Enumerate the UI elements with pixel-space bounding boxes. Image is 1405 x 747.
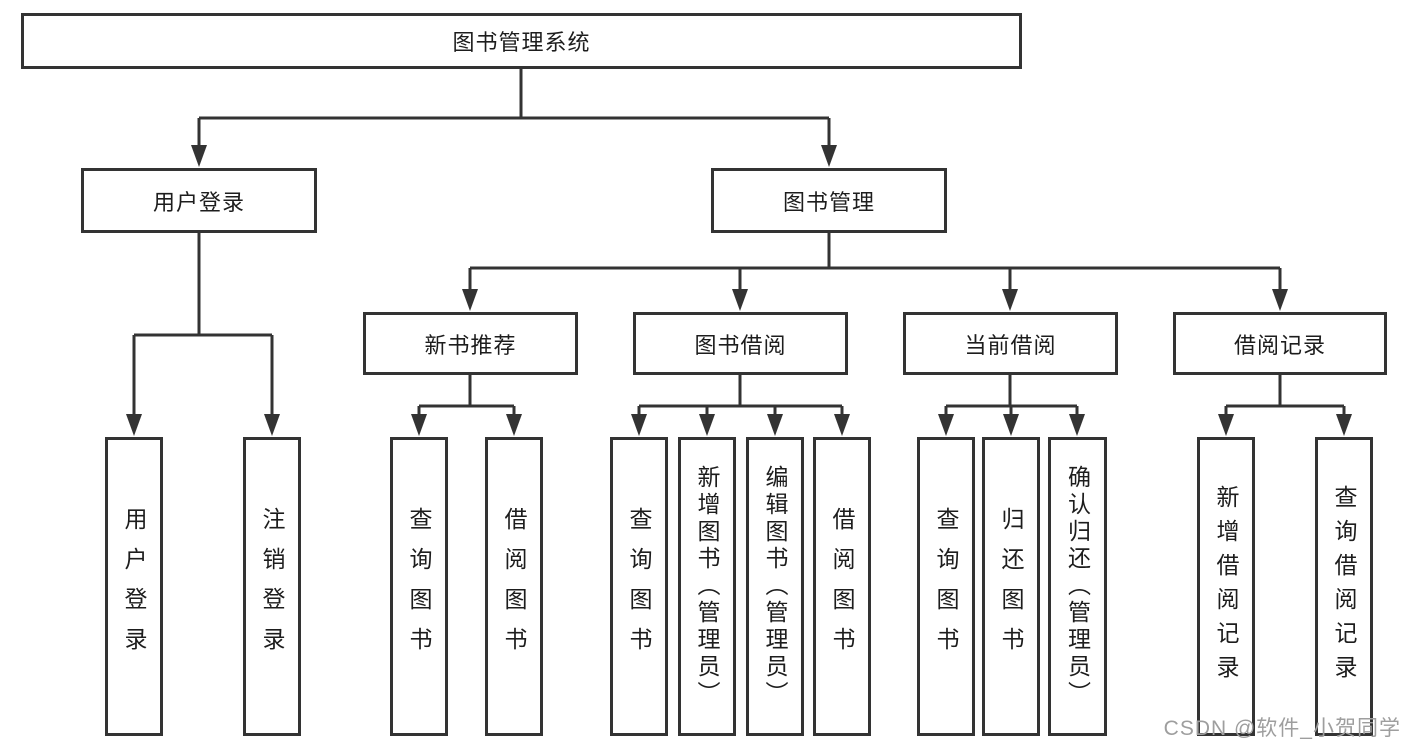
node-system-root: 图书管理系统	[21, 13, 1022, 69]
leaf-query-books-current: 查询图书	[917, 437, 975, 736]
leaf-query-books-recommend: 查询图书	[390, 437, 448, 736]
csdn-watermark: CSDN @软件_小贺同学	[1163, 717, 1401, 740]
node-current-borrow: 当前借阅	[903, 312, 1118, 375]
leaf-borrow-books-recommend: 借阅图书	[485, 437, 543, 736]
arrowhead-icons	[126, 145, 1352, 436]
node-new-book-recommend: 新书推荐	[363, 312, 578, 375]
node-user-login: 用户登录	[81, 168, 317, 233]
leaf-confirm-return-admin: 确认归还（管理员）	[1048, 437, 1107, 736]
leaf-return-books: 归还图书	[982, 437, 1040, 736]
leaf-query-books-borrow: 查询图书	[610, 437, 668, 736]
leaf-borrow-books: 借阅图书	[813, 437, 871, 736]
leaf-user-login: 用户登录	[105, 437, 163, 736]
leaf-add-borrow-record: 新增借阅记录	[1197, 437, 1255, 736]
leaf-logout: 注销登录	[243, 437, 301, 736]
node-borrow-records: 借阅记录	[1173, 312, 1387, 375]
leaf-add-books-admin: 新增图书（管理员）	[678, 437, 736, 736]
leaf-edit-books-admin: 编辑图书（管理员）	[746, 437, 804, 736]
leaf-query-borrow-record: 查询借阅记录	[1315, 437, 1373, 736]
node-book-borrow: 图书借阅	[633, 312, 848, 375]
node-book-management: 图书管理	[711, 168, 947, 233]
